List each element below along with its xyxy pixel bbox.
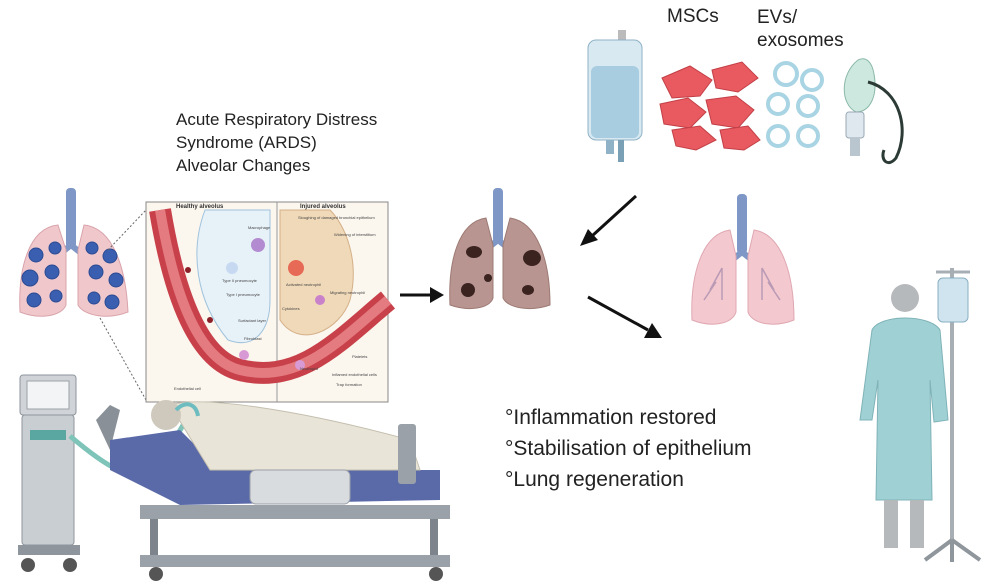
inset-label: Activated neutrophil xyxy=(286,282,322,287)
iv-bag-icon xyxy=(587,30,643,162)
infected-lungs-icon xyxy=(19,188,129,317)
inset-label: Migrating neutrophil xyxy=(330,290,366,295)
hospital-bed-icon xyxy=(96,400,450,581)
arrow-from-therapies xyxy=(580,194,638,246)
evs-label-line2: exosomes xyxy=(757,30,844,51)
injured-alveolus-label: Injured alveolus xyxy=(300,204,346,210)
nebulizer-mask-icon xyxy=(843,58,904,164)
ards-title-line3: Alveolar Changes xyxy=(176,156,311,175)
healthy-alveolus-label: Healthy alveolus xyxy=(176,204,224,210)
inset-label: Macrophage xyxy=(248,225,271,230)
damaged-lungs-icon xyxy=(449,188,551,309)
inset-label: Endothelial cell xyxy=(174,386,201,391)
arrow-to-recovery xyxy=(587,295,662,338)
mscs-label: MSCs xyxy=(667,6,719,27)
inset-label: Type II pneumocyte xyxy=(222,278,257,283)
inset-label: Neutrophil xyxy=(300,366,319,371)
ards-title-line1: Acute Respiratory Distress xyxy=(176,110,378,129)
outcomes-list: °Inflammation restored °Stabilisation of… xyxy=(505,402,752,495)
patient-figure-icon xyxy=(859,284,949,548)
evs-label-line1: EVs/ xyxy=(757,7,798,28)
callout-lines xyxy=(99,209,147,401)
inset-label: Surfactant layer xyxy=(238,318,267,323)
inset-label: Sloughing of damaged bronchial epitheliu… xyxy=(298,215,375,220)
iv-stand-icon xyxy=(923,268,982,562)
outcome-item: °Inflammation restored xyxy=(505,406,717,429)
evs-exosomes-label: EVs/ exosomes xyxy=(757,6,844,52)
inset-label: Inflamed endothelial cells xyxy=(332,372,377,377)
outcome-item: °Lung regeneration xyxy=(505,468,684,491)
arrow-to-damaged-lungs xyxy=(400,287,444,303)
inset-label: Fibroblast xyxy=(244,336,262,341)
outcome-item: °Stabilisation of epithelium xyxy=(505,437,752,460)
healthy-lungs-icon xyxy=(691,194,795,325)
ards-title: Acute Respiratory Distress Syndrome (ARD… xyxy=(176,108,377,177)
alveolus-inset xyxy=(145,201,396,403)
exosomes-icon xyxy=(766,61,824,148)
ventilator-icon xyxy=(18,374,80,572)
inset-label: Trap formation xyxy=(336,382,362,387)
msc-cells-icon xyxy=(659,61,761,151)
inset-label: Cytokines xyxy=(282,306,300,311)
inset-label: Type I pneumocyte xyxy=(226,292,260,297)
inset-label: Platelets xyxy=(352,354,368,359)
inset-label: Widening of interstitium xyxy=(334,232,376,237)
ards-title-line2: Syndrome (ARDS) xyxy=(176,133,317,152)
